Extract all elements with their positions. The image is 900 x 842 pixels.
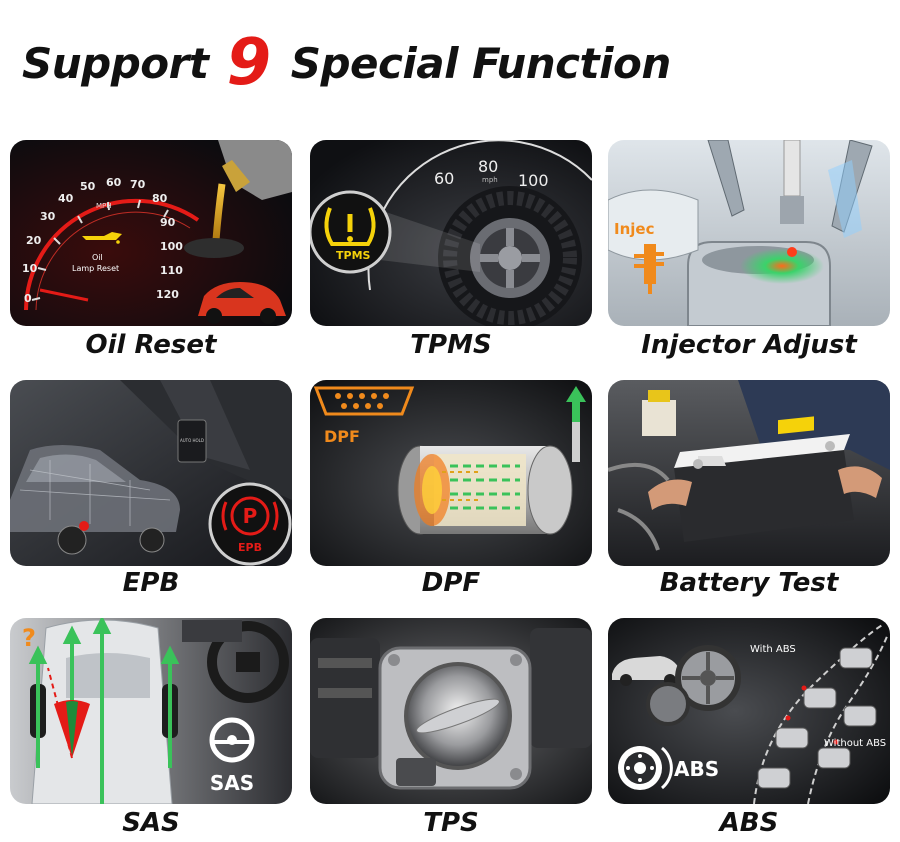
oil-gauge-tick: 40: [58, 192, 74, 205]
injector-illustration: Injec: [608, 140, 890, 326]
dpf-caption: DPF: [421, 568, 481, 598]
injector-symbol-icon: [634, 244, 664, 294]
oil-bottle-icon: [184, 140, 292, 258]
injector-icon: [707, 140, 873, 238]
battery-test-tile[interactable]: [608, 380, 890, 566]
arrow-up-icon: [566, 386, 586, 462]
hands-icon: [648, 466, 882, 510]
battery-icon: [674, 416, 854, 542]
tpms-gauge-tick: 60: [434, 169, 454, 188]
oil-gauge-tick: 90: [160, 216, 176, 229]
tire-icon: [438, 186, 582, 326]
oil-gauge-tick: 50: [80, 180, 96, 193]
tpms-tile[interactable]: 60 80 100 mph TPMS: [310, 140, 592, 326]
headline-number: 9: [226, 26, 272, 100]
abs-tile[interactable]: With ABS Without ABS ABS: [608, 618, 890, 804]
abs-car-path-icon: [757, 647, 877, 789]
headline-suffix: Special Function: [290, 39, 672, 88]
oil-reset-caption: Oil Reset: [85, 330, 217, 360]
engine-parts-icon: [310, 628, 592, 758]
tpms-badge: TPMS: [336, 249, 371, 262]
car-icon: [198, 282, 286, 324]
oil-gauge-tick: 100: [160, 240, 183, 253]
page-headline: Support 9 Special Function: [22, 26, 671, 100]
oil-gauge-tick: 0: [24, 292, 32, 305]
tpms-illustration: 60 80 100 mph TPMS: [310, 140, 592, 326]
tps-illustration: [310, 618, 592, 804]
oil-overlay-line1: Oil: [92, 253, 103, 262]
steering-wheel-photo-icon: [182, 620, 289, 703]
epb-illustration: AUTO HOLD P EPB: [10, 380, 292, 566]
sas-question: ?: [22, 624, 36, 652]
wheel-icon: [646, 645, 741, 726]
oil-gauge-tick: 20: [26, 234, 42, 247]
battery-test-caption: Battery Test: [659, 568, 839, 598]
oil-gauge-tick: 60: [106, 176, 122, 189]
epb-warning-icon: P EPB: [208, 482, 292, 566]
dpf-symbol-icon: [313, 386, 415, 416]
sas-caption: SAS: [122, 808, 180, 838]
dpf-tile[interactable]: DPF: [310, 380, 592, 566]
tps-tile[interactable]: [310, 618, 592, 804]
tpms-gauge-tick: 100: [518, 171, 549, 190]
coolant-reservoir-icon: [642, 390, 676, 436]
oil-gauge-tick: 70: [130, 178, 146, 191]
sas-steering-icon: SAS: [209, 717, 255, 795]
sas-tile[interactable]: ? SAS: [10, 618, 292, 804]
sas-illustration: ? SAS: [10, 618, 292, 804]
abs-label-without: Without ABS: [824, 738, 886, 749]
spark-plug-icon: [780, 140, 804, 257]
oil-can-icon: [82, 232, 122, 244]
oil-gauge-tick: 80: [152, 192, 168, 205]
epb-badge: EPB: [238, 541, 262, 554]
tps-caption: TPS: [423, 808, 479, 838]
car-wireframe-icon: [10, 445, 180, 555]
injector-adjust-tile[interactable]: Injec: [608, 140, 890, 326]
dpf-filter-icon: [397, 445, 573, 535]
oil-gauge-tick: 120: [156, 288, 179, 301]
sas-angle-icon: [47, 667, 90, 759]
sas-badge: SAS: [210, 771, 254, 795]
tpms-gauge-tick: 80: [478, 157, 498, 176]
oil-gauge-tick: 30: [40, 210, 56, 223]
tpms-warning-icon: TPMS: [310, 190, 392, 274]
battery-illustration: [608, 380, 890, 566]
abs-badge: ABS: [674, 757, 719, 781]
tpms-caption: TPMS: [410, 330, 492, 360]
oil-gauge-tick: 110: [160, 264, 183, 277]
epb-caption: EPB: [122, 568, 180, 598]
car-topview-icon: [30, 619, 178, 804]
epb-button-label: AUTO HOLD: [180, 438, 204, 443]
abs-disc-icon: ABS: [618, 746, 719, 790]
epb-tile[interactable]: AUTO HOLD P EPB: [10, 380, 292, 566]
abs-illustration: With ABS Without ABS ABS: [608, 618, 890, 804]
dpf-badge: DPF: [324, 427, 360, 446]
injector-badge: Injec: [614, 220, 654, 238]
oil-overlay-line2: Lamp Reset: [72, 264, 119, 273]
throttle-body-icon: [378, 646, 532, 790]
oil-reset-illustration: 0 10 20 30 40 50 60 70 80 90 100 110 120…: [10, 140, 292, 326]
tpms-gauge-unit: mph: [482, 176, 498, 184]
injector-adjust-caption: Injector Adjust: [641, 330, 857, 360]
headline-prefix: Support: [22, 39, 209, 88]
abs-label-with: With ABS: [750, 644, 796, 655]
epb-symbol: P: [243, 504, 258, 528]
oil-gauge-tick: 10: [22, 262, 38, 275]
auto-hold-button: AUTO HOLD: [177, 419, 207, 463]
oil-reset-tile[interactable]: 0 10 20 30 40 50 60 70 80 90 100 110 120…: [10, 140, 292, 326]
dpf-illustration: DPF: [310, 380, 592, 566]
oil-gauge-unit: MPH: [96, 202, 112, 210]
abs-caption: ABS: [719, 808, 779, 838]
